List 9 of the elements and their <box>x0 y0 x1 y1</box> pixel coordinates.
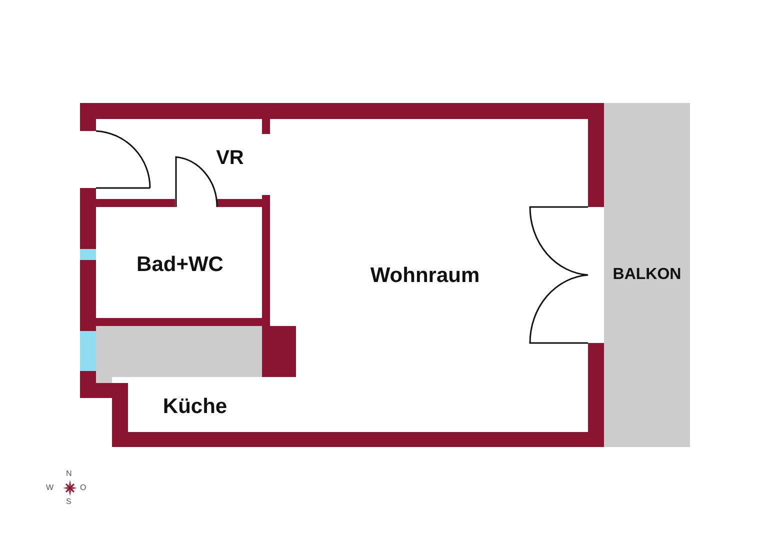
room-label: BALKON <box>604 103 690 447</box>
compass-direction-label: N <box>66 470 72 478</box>
room-label: Bad+WC <box>120 245 240 285</box>
compass-direction-label: O <box>80 484 86 492</box>
compass-direction-label: S <box>66 498 72 506</box>
room-label: Küche <box>140 390 250 424</box>
room-label: Wohnraum <box>330 258 520 294</box>
room-label: VR <box>205 142 255 174</box>
compass-direction-label: W <box>46 484 54 492</box>
